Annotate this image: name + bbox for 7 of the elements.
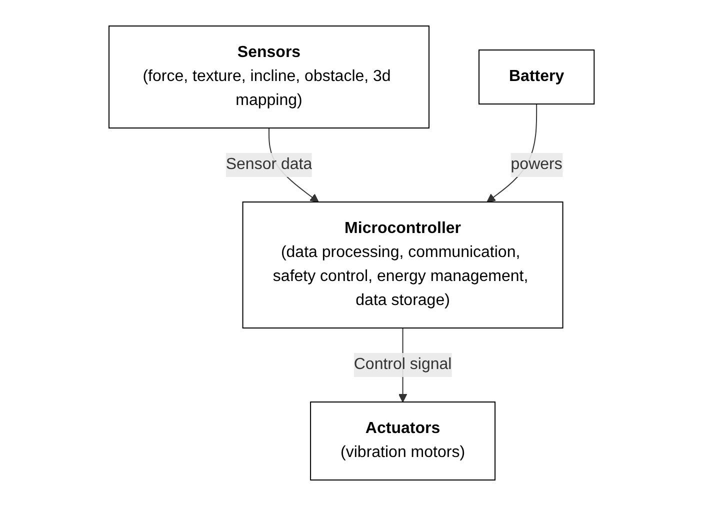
node-box: Actuators (vibration motors) (310, 402, 496, 480)
node-box: Sensors (force, texture, incline, obstacle, 3d mapping) (108, 26, 430, 128)
edge-label: Control signal (354, 356, 452, 373)
node-box: Microcontroller (data processing, communication, safety control, energy management, data storage) (242, 202, 564, 328)
edge-label: powers (511, 156, 563, 173)
edge-label: Sensor data (226, 156, 313, 173)
node-box: Battery (478, 50, 596, 104)
